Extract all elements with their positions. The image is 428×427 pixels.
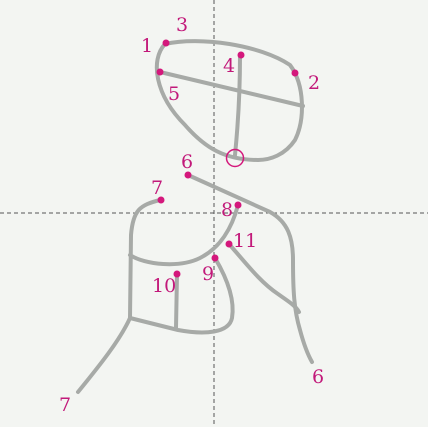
stroke-5-cross [158, 70, 305, 108]
stroke-9-inner-bowl [128, 256, 235, 335]
start-dot-10 [173, 270, 181, 278]
stroke-label-5: 5 [168, 83, 180, 105]
stroke-label-9: 9 [202, 263, 214, 285]
start-dot-11 [225, 240, 233, 248]
end-circle-marker [225, 148, 245, 168]
start-dot-2 [291, 69, 299, 77]
stroke-label-6-top: 6 [181, 151, 193, 173]
stroke-label-11: 11 [233, 230, 257, 252]
stroke-label-8: 8 [221, 199, 233, 221]
start-dot-5 [156, 68, 164, 76]
stroke-8-hook [128, 203, 240, 267]
stroke-2-outer-top-right [163, 39, 304, 162]
start-dot-1 [162, 39, 170, 47]
start-dot-7 [157, 196, 165, 204]
stroke-label-4: 4 [223, 55, 235, 77]
stroke-label-7-top: 7 [151, 177, 163, 199]
start-dot-4 [237, 51, 245, 59]
stroke-label-7-end: 7 [59, 394, 71, 416]
stroke-label-3: 3 [176, 14, 188, 36]
stroke-label-1: 1 [141, 35, 153, 57]
stroke-label-10: 10 [152, 275, 176, 297]
stroke-10-vertical [174, 272, 179, 330]
stroke-7-left-sweep [76, 198, 162, 394]
stroke-6-long-diagonal [186, 173, 314, 364]
start-dot-9 [211, 254, 219, 262]
stroke-1-outer-left [154, 42, 260, 162]
stroke-label-6-end: 6 [312, 366, 324, 388]
start-dot-8 [234, 201, 242, 209]
stroke-4-vertical [233, 54, 242, 157]
start-dot-6 [184, 171, 192, 179]
stroke-11-diagonal [227, 242, 301, 314]
stroke-label-2: 2 [308, 72, 320, 94]
